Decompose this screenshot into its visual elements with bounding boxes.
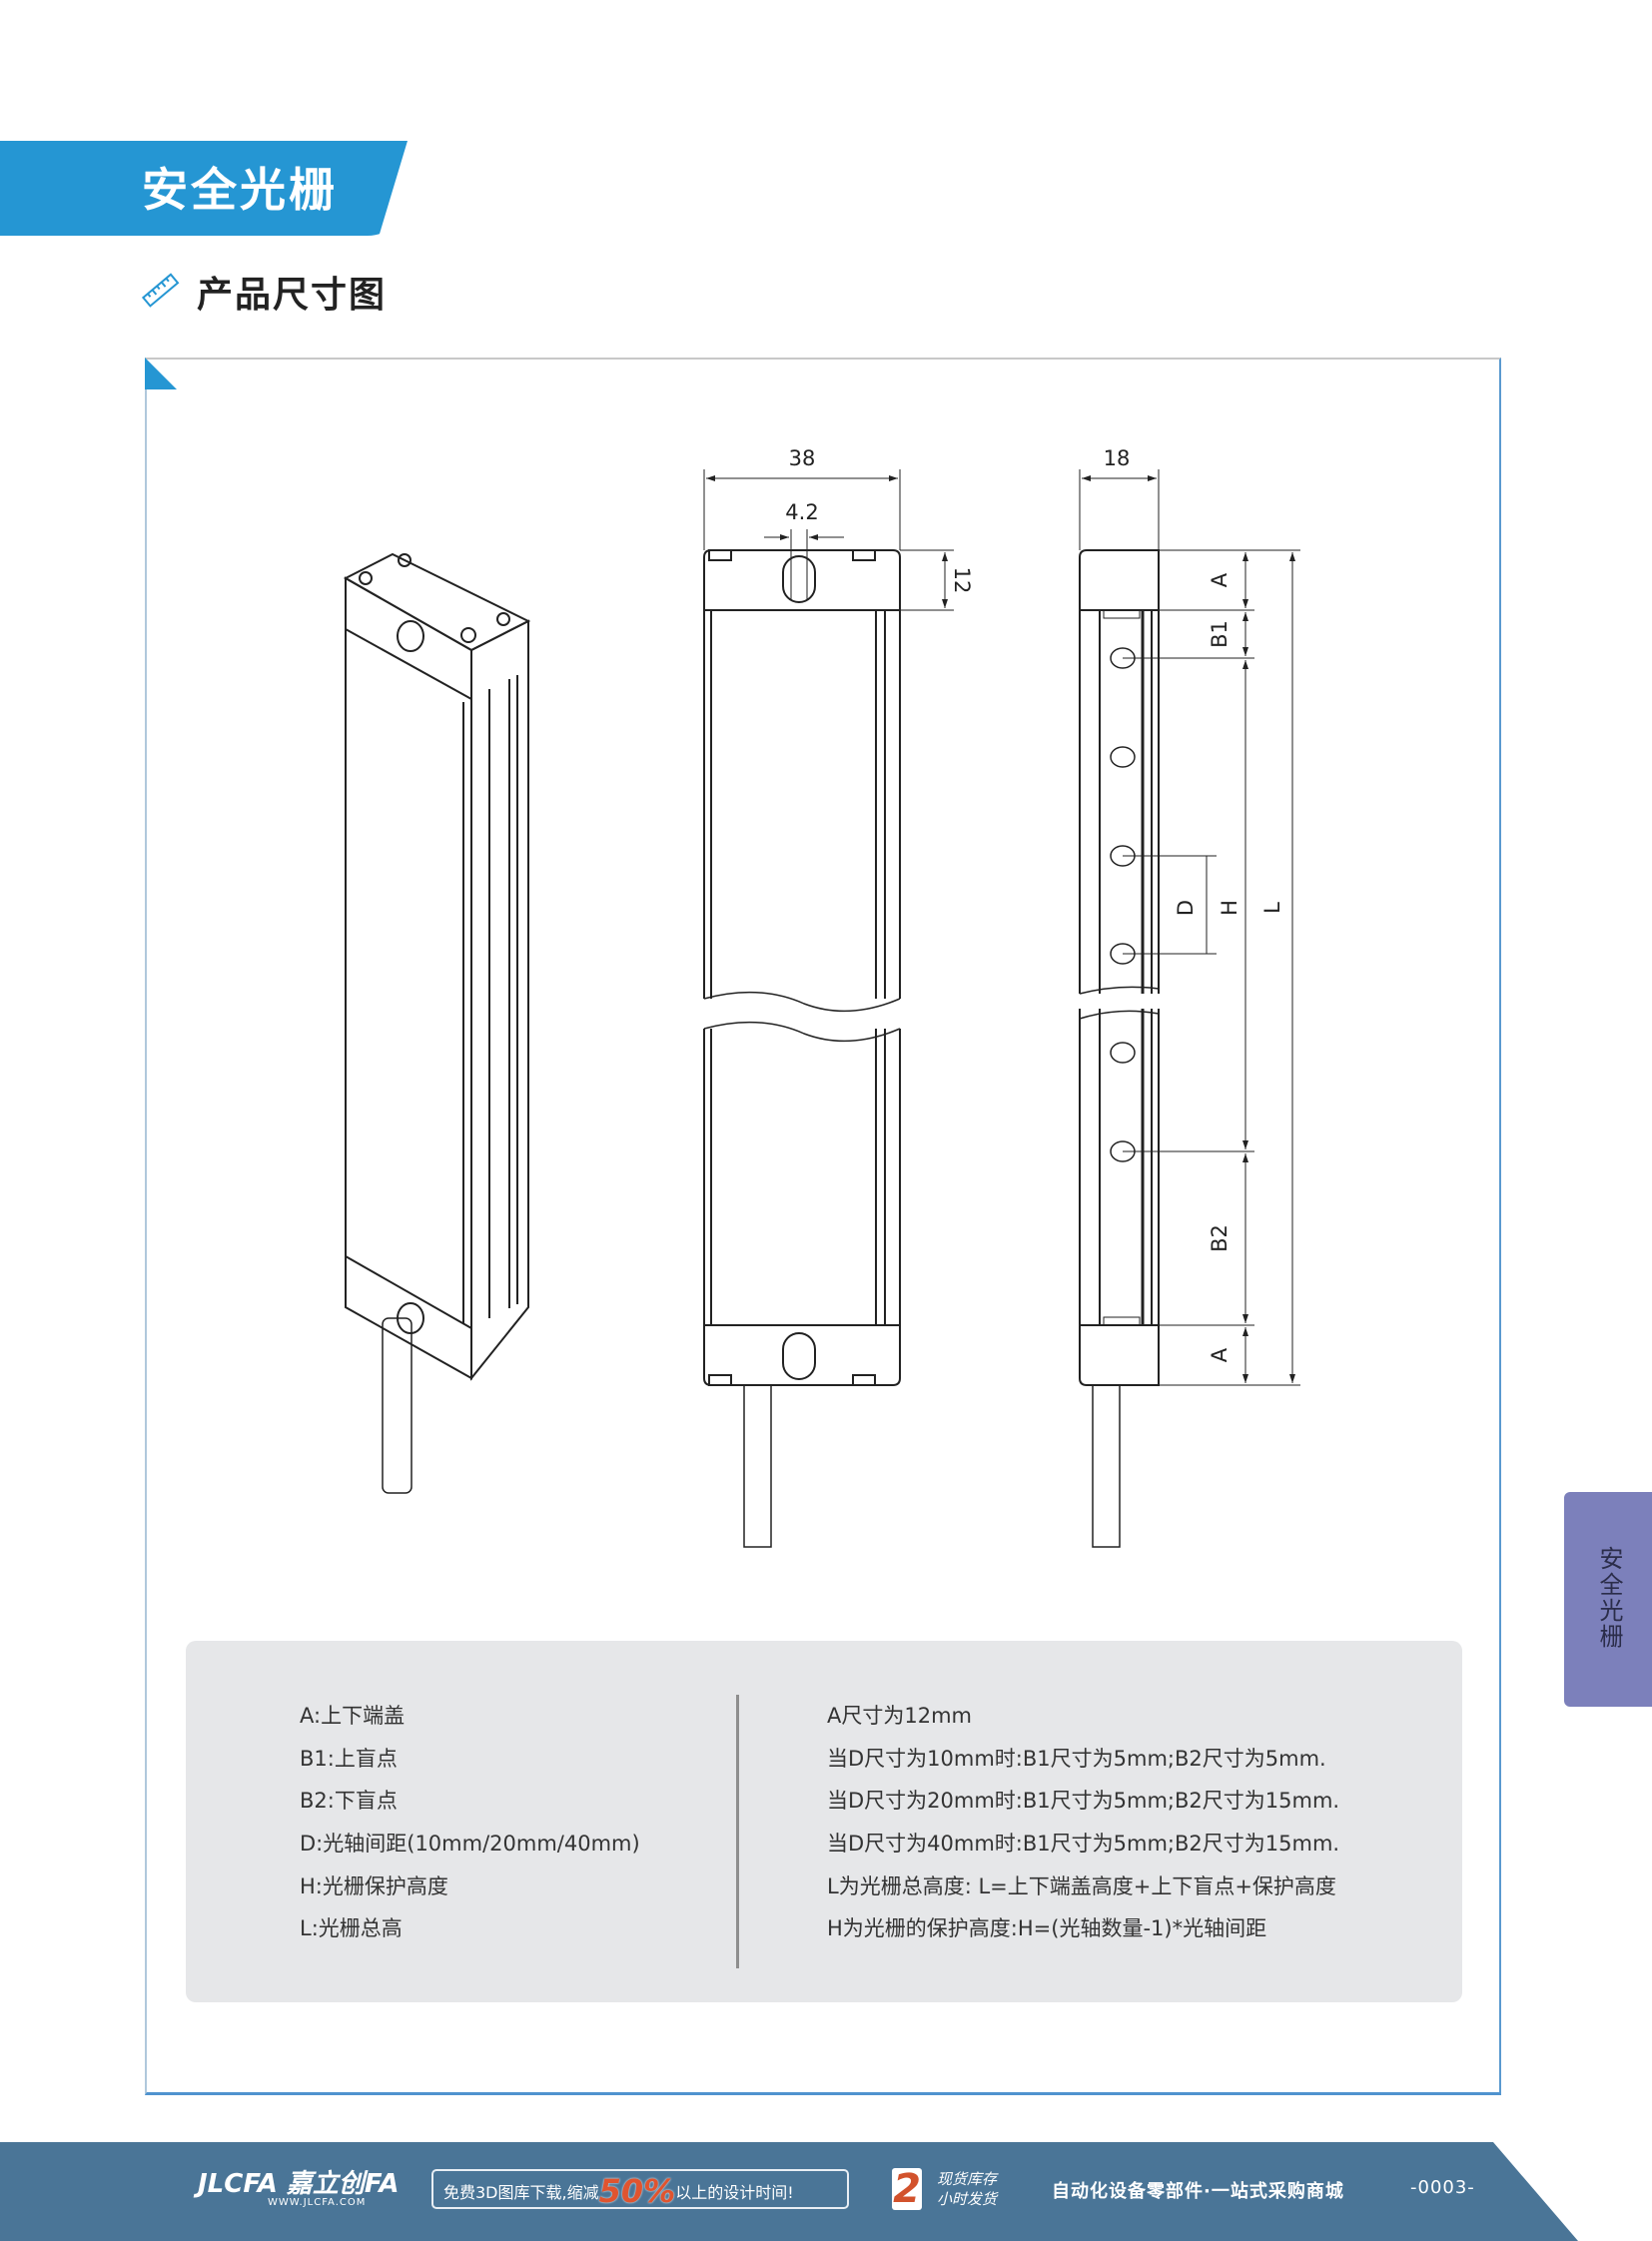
side-tab[interactable]: 安全光栅 <box>1564 1492 1652 1707</box>
note-item: A尺寸为12mm <box>827 1704 973 1728</box>
brand-url: WWW.JLCFA.COM <box>268 2197 367 2208</box>
section-banner <box>0 141 408 236</box>
note-item: 当D尺寸为10mm时:B1尺寸为5mm;B2尺寸为5mm. <box>827 1746 1326 1771</box>
side-width-label: 18 <box>1104 446 1131 470</box>
dim-label-b1: B1 <box>1208 620 1232 648</box>
footer-slogan: 自动化设备零部件·一站式采购商城 <box>1052 2181 1344 2202</box>
side-view <box>1079 469 1300 1548</box>
promo-suffix: 以上的设计时间! <box>675 2183 794 2202</box>
note-item: H:光栅保护高度 <box>300 1873 448 1898</box>
drawing-panel <box>145 358 1501 2095</box>
stock-line-1: 现货库存 <box>937 2170 998 2188</box>
side-tab-label: 安全光栅 <box>1595 1546 1623 1650</box>
footer-bar <box>0 2142 1578 2241</box>
brand-name: JLCFA 嘉立创FA <box>198 2169 400 2199</box>
section-title: 安全光栅 <box>142 163 338 217</box>
ruler-icon <box>141 273 180 308</box>
note-item: D:光轴间距(10mm/20mm/40mm) <box>300 1832 640 1857</box>
promo-percent: 50% <box>598 2172 676 2210</box>
page-subtitle: 产品尺寸图 <box>197 275 388 316</box>
note-item: B2:下盲点 <box>300 1789 398 1814</box>
page-number: -0003- <box>1410 2177 1475 2198</box>
note-item: 当D尺寸为20mm时:B1尺寸为5mm;B2尺寸为15mm. <box>827 1789 1340 1814</box>
dim-label-a-bottom: A <box>1208 1347 1232 1362</box>
note-item: H为光栅的保护高度:H=(光轴数量-1)*光轴间距 <box>827 1916 1267 1941</box>
stock-line-2: 小时发货 <box>937 2190 998 2208</box>
brand-logo[interactable]: JLCFA 嘉立创FA WWW.JLCFA.COM <box>198 2163 400 2208</box>
dim-label-l: L <box>1260 902 1284 914</box>
promo-prefix: 免费3D图库下载,缩减 <box>443 2183 599 2202</box>
stock-text: 现货库存小时发货 <box>937 2169 997 2209</box>
front-hole-label: 4.2 <box>785 500 818 524</box>
front-cap-label: 12 <box>950 567 974 594</box>
dim-label-h: H <box>1218 900 1241 916</box>
isometric-view <box>343 552 531 1494</box>
dimension-drawing: 38 4.2 12 <box>343 446 1300 1548</box>
note-item: L为光栅总高度: L=上下端盖高度+上下盲点+保护高度 <box>827 1873 1336 1898</box>
dim-label-a-top: A <box>1208 572 1232 587</box>
notes-divider <box>736 1695 739 1968</box>
note-item: 当D尺寸为40mm时:B1尺寸为5mm;B2尺寸为15mm. <box>827 1832 1340 1857</box>
front-view <box>703 469 954 1548</box>
promo-banner[interactable]: 免费3D图库下载,缩减50%以上的设计时间! <box>431 2169 849 2210</box>
notes-rules: A尺寸为12mm 当D尺寸为10mm时:B1尺寸为5mm;B2尺寸为5mm. 当… <box>827 1695 1339 1950</box>
dimension-notes: A:上下端盖 B1:上盲点 B2:下盲点 D:光轴间距(10mm/20mm/40… <box>186 1641 1462 2002</box>
notes-definitions: A:上下端盖 B1:上盲点 B2:下盲点 D:光轴间距(10mm/20mm/40… <box>300 1695 640 1950</box>
front-width-label: 38 <box>789 446 816 470</box>
dim-label-d: D <box>1174 900 1198 916</box>
stock-hours-number: 2 <box>892 2166 922 2212</box>
note-item: B1:上盲点 <box>300 1746 398 1771</box>
note-item: A:上下端盖 <box>300 1704 406 1728</box>
dim-label-b2: B2 <box>1208 1224 1232 1252</box>
note-item: L:光栅总高 <box>300 1916 403 1941</box>
